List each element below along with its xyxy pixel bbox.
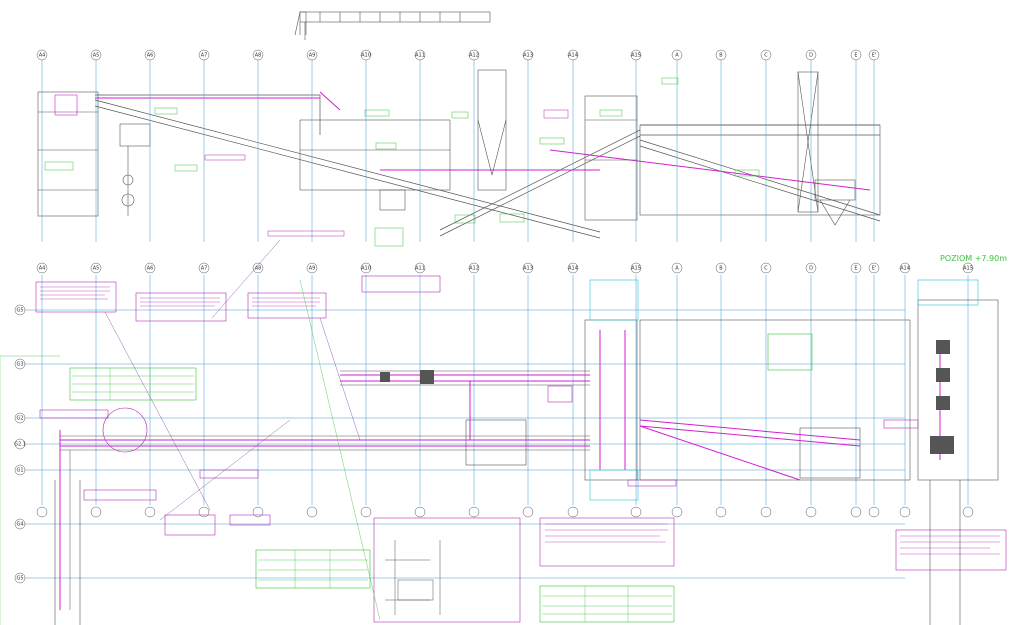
central-structures <box>299 69 881 226</box>
axis-label: A10 <box>361 266 371 272</box>
row-label: G5 <box>16 308 23 314</box>
axis-label: A7 <box>201 266 208 272</box>
axis-label: E' <box>872 266 877 272</box>
axis-label: A15 <box>631 266 641 272</box>
axis-label: D <box>809 53 813 59</box>
axis-label: D <box>809 266 813 272</box>
callout-lines <box>104 239 361 521</box>
plan-cyan-equipment <box>589 279 979 501</box>
axis-label: A12 <box>469 53 479 59</box>
upper-grid-axes: A4 A5 A6 A7 A8 A9 A10 A11 A12 A13 A14 A1… <box>36 49 880 242</box>
plan-annotation-boxes <box>35 275 1007 623</box>
row-label: G2.1 <box>14 442 26 448</box>
lower-axis-bubbles <box>14 262 974 584</box>
upper-annotation-tags <box>44 77 760 247</box>
axis-label: A <box>675 266 679 272</box>
axis-label: A10 <box>361 53 371 59</box>
green-table-lines <box>72 368 672 622</box>
axis-label: A14 <box>568 53 578 59</box>
axis-label: A15 <box>963 266 973 272</box>
inclined-conveyors <box>94 94 881 239</box>
axis-label: E' <box>872 53 877 59</box>
axis-label: A6 <box>147 53 154 59</box>
row-label: G3 <box>16 362 23 368</box>
axis-label: C <box>764 53 768 59</box>
lower-grid-rows <box>20 309 905 579</box>
axis-label: A9 <box>309 266 316 272</box>
axis-label: A4 <box>39 266 46 272</box>
lower-plan-view: POZIOM +7.90m <box>0 239 1007 625</box>
row-label: G1 <box>16 468 23 474</box>
axis-label: A15 <box>631 53 641 59</box>
row-label: G2 <box>16 416 23 422</box>
axis-label: A8 <box>255 53 262 59</box>
axis-label: A7 <box>201 53 208 59</box>
note-text-lines <box>40 286 1000 555</box>
axis-label: A11 <box>415 266 425 272</box>
axis-label: E <box>854 53 857 59</box>
axis-label: B <box>719 53 723 59</box>
axis-label: C <box>764 266 768 272</box>
axis-label: A9 <box>309 53 316 59</box>
left-building <box>37 91 151 217</box>
axis-label: B <box>719 266 723 272</box>
lower-axis-labels: A4 A5 A6 A7 A8 A9 A10 A11 A12 A13 A14 A1… <box>14 266 973 582</box>
leader-lines <box>0 279 381 625</box>
axis-label: A5 <box>93 53 100 59</box>
axis-label: A11 <box>415 53 425 59</box>
axis-label: A4 <box>39 53 46 59</box>
axis-label: E <box>854 266 857 272</box>
row-label: G5 <box>16 576 23 582</box>
axis-label: A14 <box>900 266 910 272</box>
row-label: G4 <box>16 522 23 528</box>
level-label: POZIOM +7.90m <box>940 254 1007 263</box>
axis-label: A5 <box>93 266 100 272</box>
section-detail <box>385 540 441 615</box>
upper-elevation-view: A4 A5 A6 A7 A8 A9 A10 A11 A12 A13 A14 A1… <box>36 11 881 247</box>
plan-equipment-blocks <box>380 340 954 454</box>
axis-label: A14 <box>568 266 578 272</box>
axis-label: A12 <box>469 266 479 272</box>
axis-label: A13 <box>523 53 533 59</box>
axis-label: A8 <box>255 266 262 272</box>
conveyor-highlights <box>95 91 871 191</box>
conveyor-rails <box>60 370 590 610</box>
plan-structures <box>54 299 999 625</box>
top-truss <box>294 11 491 40</box>
axis-label: A13 <box>523 266 533 272</box>
lower-grid-columns <box>41 275 969 505</box>
axis-label: A6 <box>147 266 154 272</box>
axis-label: A <box>675 53 679 59</box>
